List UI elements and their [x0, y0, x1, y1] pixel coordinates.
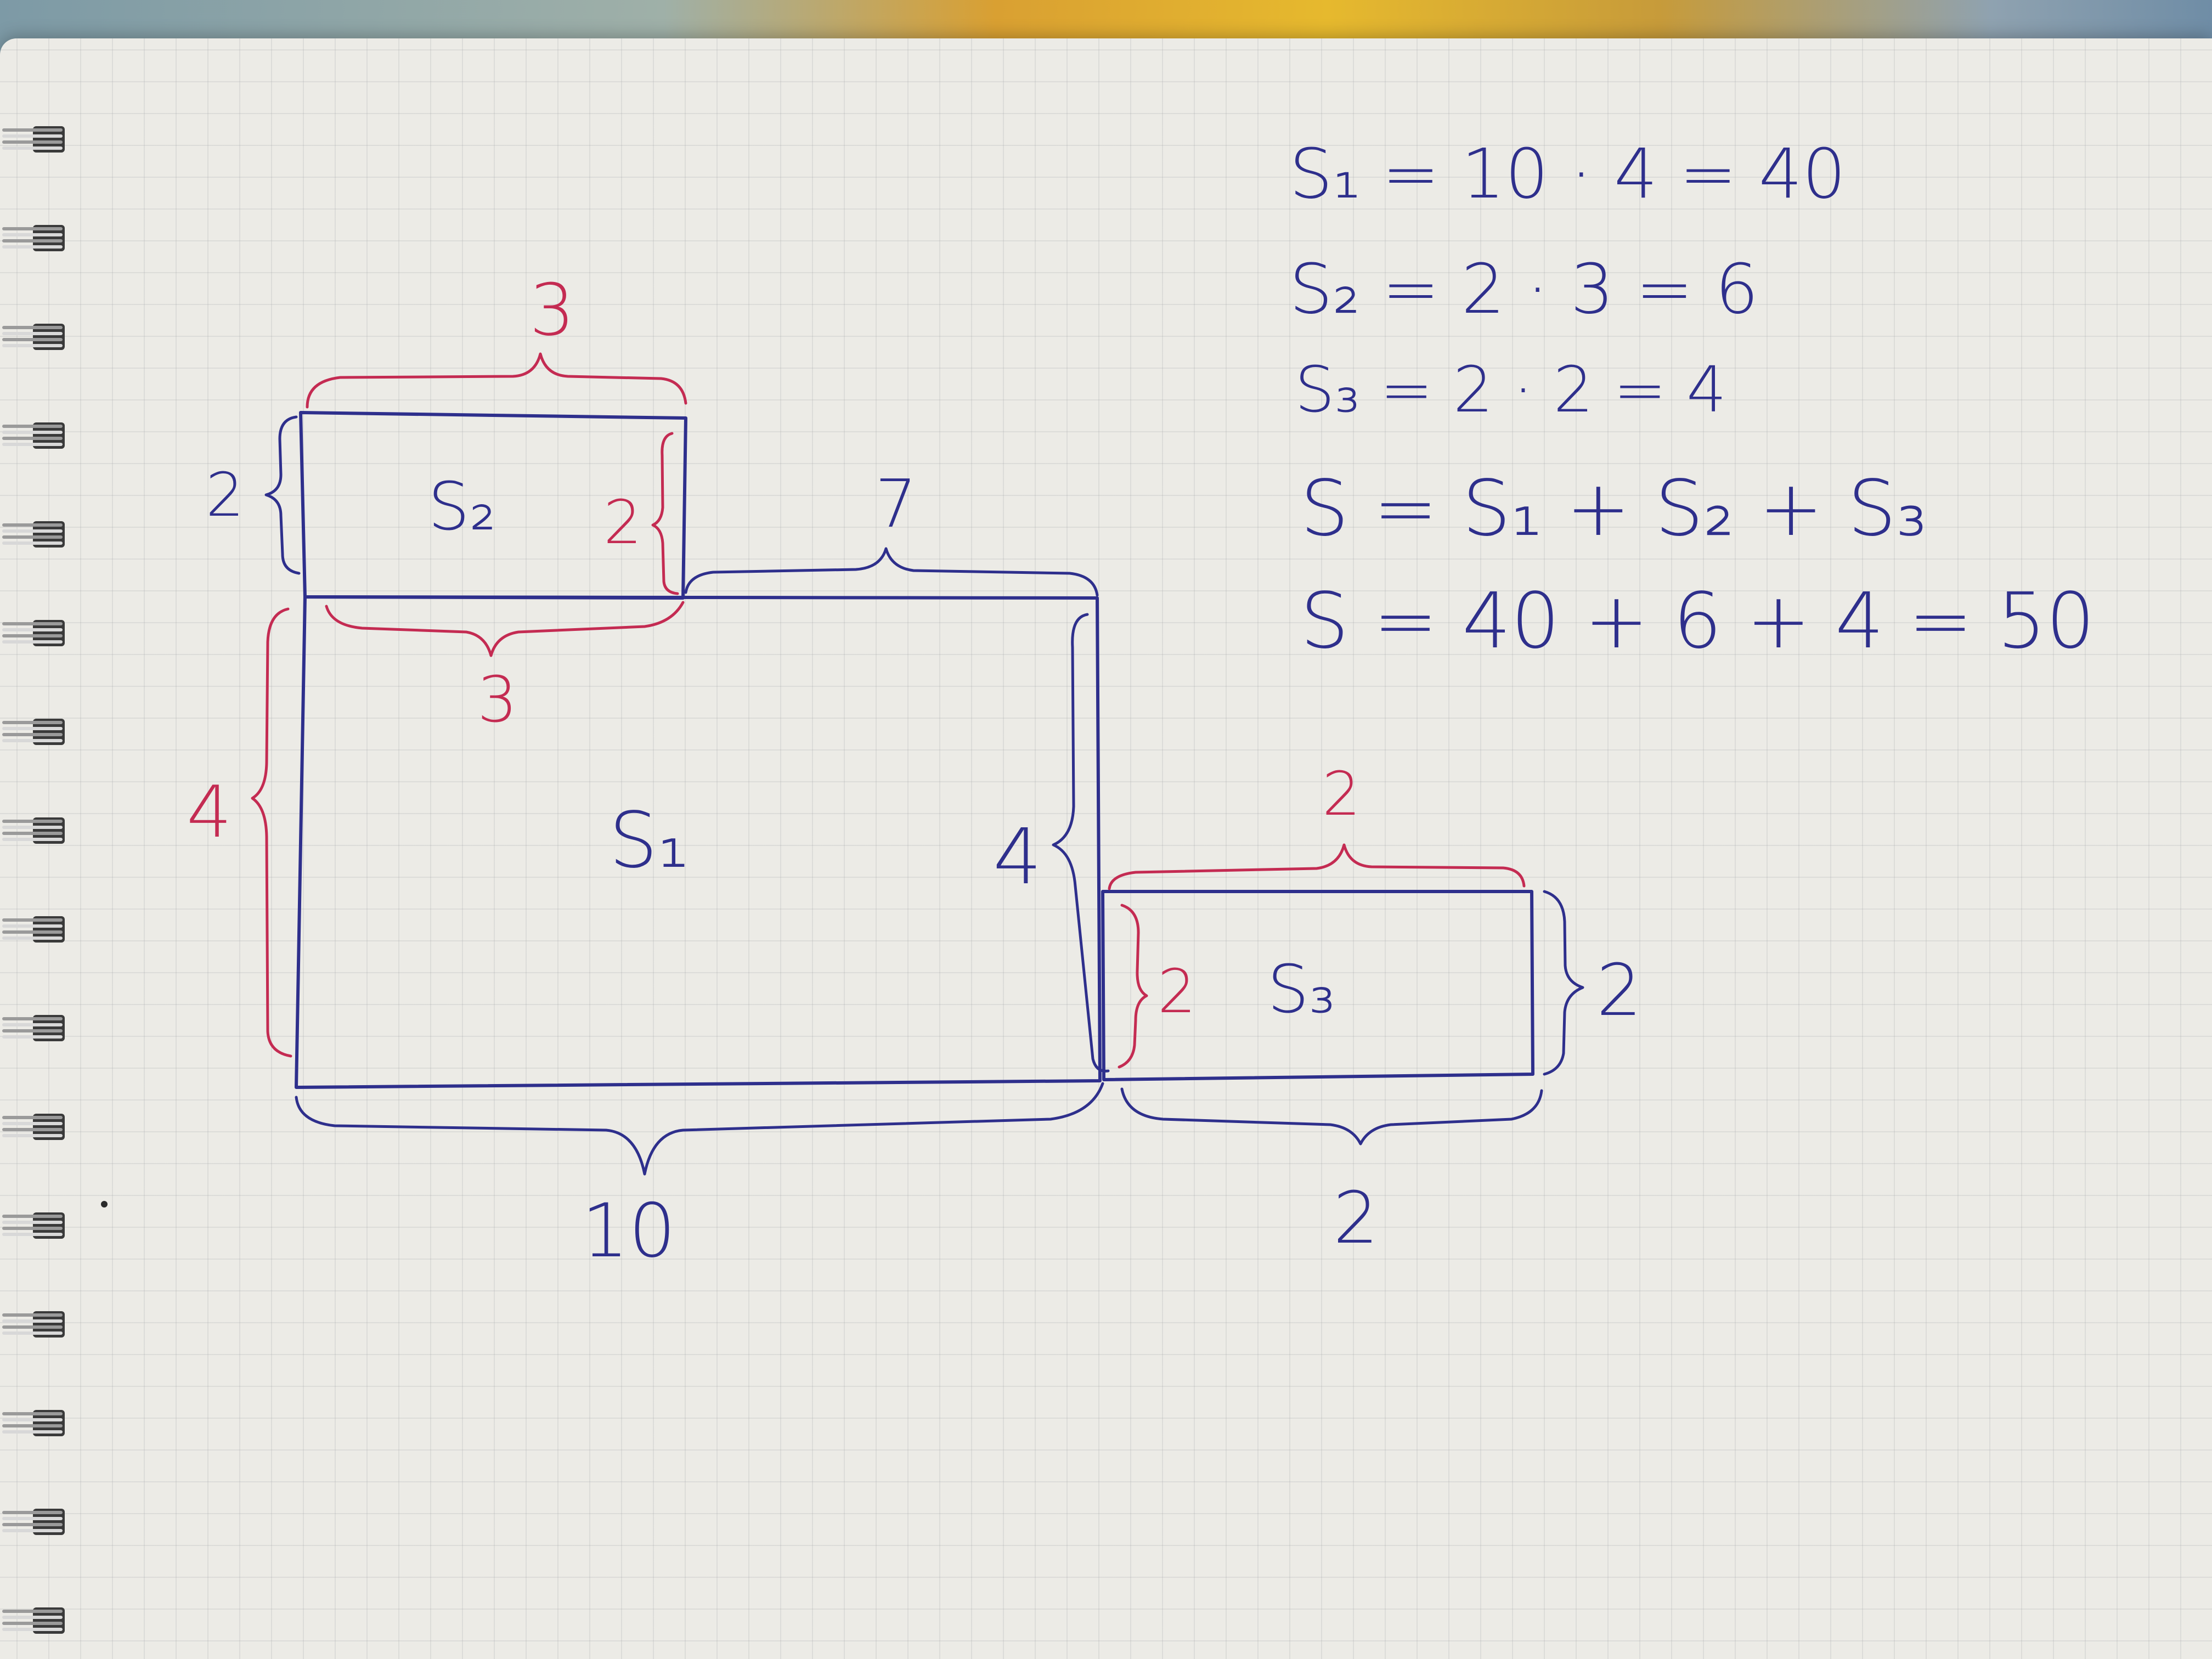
brace-s3-top [1108, 843, 1526, 890]
brace-s3-left [1118, 904, 1148, 1069]
pen-dot [101, 1201, 108, 1207]
label-s2-left-height: 2 [206, 460, 244, 530]
label-s1-right-height: 4 [993, 812, 1042, 902]
label-s1-bottom-width: 10 [582, 1188, 676, 1274]
spiral-ring [2, 521, 65, 548]
notebook-page [0, 38, 2212, 1659]
spiral-ring [2, 1311, 65, 1338]
brace-s1-top-right [684, 547, 1099, 597]
spiral-ring [2, 422, 65, 449]
label-s3-top-width: 2 [1322, 759, 1361, 829]
spiral-ring [2, 916, 65, 943]
label-s1-left-height: 4 [187, 770, 232, 854]
spiral-ring [2, 1509, 65, 1535]
spiral-ring [2, 817, 65, 844]
brace-s2-right [651, 432, 679, 595]
label-s2-bottom-width: 3 [477, 663, 517, 737]
spiral-ring [2, 324, 65, 350]
brace-s1-left [251, 607, 292, 1058]
equations-block: S₁ = 10 · 4 = 40 S₂ = 2 · 3 = 6 S₃ = 2 ·… [1289, 134, 2095, 666]
spiral-ring [2, 1114, 65, 1140]
rect-s3 [1101, 890, 1534, 1081]
spiral-ring [2, 1015, 65, 1041]
equation-line: S₃ = 2 · 2 = 4 [1295, 353, 1726, 427]
brace-s2-bottom [325, 601, 685, 657]
spiral-ring [2, 1607, 65, 1634]
spiral-ring [2, 1410, 65, 1436]
label-s2-right-height: 2 [603, 487, 642, 557]
label-s3-name: S₃ [1267, 952, 1335, 1028]
brace-s1-right [1052, 613, 1110, 1073]
brace-s1-bottom [295, 1082, 1104, 1176]
spiral-ring [2, 1212, 65, 1239]
label-s3-right-height: 2 [1596, 949, 1642, 1032]
label-s2-top-width: 3 [529, 268, 575, 352]
spiral-ring [2, 126, 65, 153]
brace-s3-right [1543, 890, 1584, 1076]
brace-s3-bottom [1120, 1087, 1543, 1146]
spiral-binding [2, 126, 65, 1634]
label-s1-name: S₁ [609, 796, 689, 885]
spiral-ring [2, 719, 65, 745]
equation-line: S₁ = 10 · 4 = 40 [1289, 134, 1846, 214]
label-s1-top-right-width: 7 [875, 466, 917, 543]
equation-line: S₂ = 2 · 3 = 6 [1289, 250, 1759, 329]
brace-s2-left [264, 415, 301, 575]
spiral-ring [2, 225, 65, 251]
label-s3-left-height: 2 [1158, 956, 1196, 1026]
equation-line: S = 40 + 6 + 4 = 50 [1300, 577, 2095, 666]
brace-s2-top [306, 352, 687, 409]
equation-line: S = S₁ + S₂ + S₃ [1300, 464, 1927, 554]
spiral-ring [2, 620, 65, 646]
rect-s1 [295, 595, 1102, 1089]
label-s3-bottom-width: 2 [1333, 1176, 1379, 1260]
label-s2-name: S₂ [428, 469, 496, 545]
